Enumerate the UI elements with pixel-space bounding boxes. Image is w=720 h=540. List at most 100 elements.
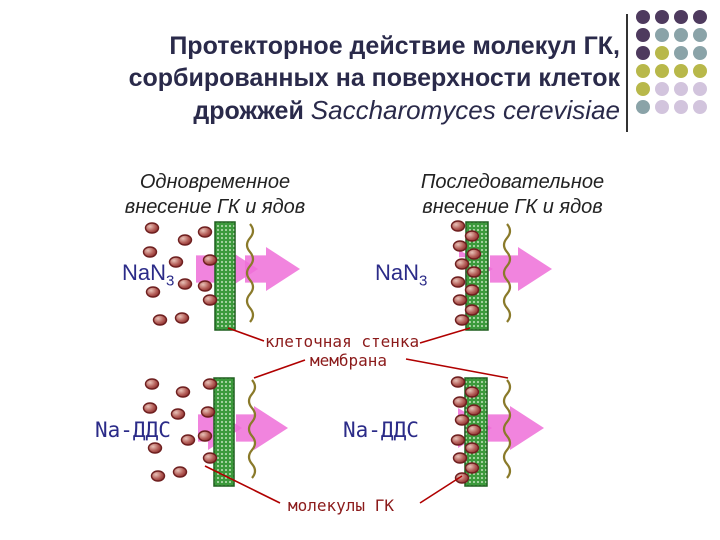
decorative-dot xyxy=(655,28,669,42)
decorative-dot xyxy=(693,46,707,60)
column-heading-simultaneous-line-2: внесение ГК и ядов xyxy=(124,196,306,218)
penetration-arrow-top-left xyxy=(245,247,300,291)
decorative-dot xyxy=(636,100,650,114)
leader-line-molecules-right xyxy=(419,475,463,504)
agent-label-na-dds-right: Na-ДДС xyxy=(343,418,419,442)
hk-molecule-bottom-right-0 xyxy=(450,376,466,388)
cell-wall-top-left xyxy=(214,221,236,331)
hk-molecule-bottom-left-0 xyxy=(144,378,160,390)
hk-molecule-bottom-left-9 xyxy=(150,470,166,482)
hk-molecule-bottom-right-6 xyxy=(450,434,466,446)
agent-label-nan3-right-subscript: 3 xyxy=(419,272,428,290)
decorative-dot xyxy=(693,100,707,114)
title-line-2: сорбированных на поверхности клеток xyxy=(128,64,620,92)
hk-molecule-top-left-9 xyxy=(152,314,168,326)
hk-molecule-top-left-2 xyxy=(197,226,213,238)
decorative-dot xyxy=(655,64,669,78)
decorative-dot xyxy=(636,28,650,42)
column-heading-simultaneous-line-1: Одновременное xyxy=(139,171,291,193)
cell-wall-bottom-left xyxy=(213,377,235,487)
penetration-arrow-top-right xyxy=(490,247,552,291)
hk-molecule-top-right-4 xyxy=(454,258,470,270)
hk-molecule-bottom-left-7 xyxy=(180,434,196,446)
membrane-wave-bottom-right xyxy=(502,379,512,479)
hk-molecule-top-left-3 xyxy=(142,246,158,258)
hk-molecule-top-right-1 xyxy=(464,230,480,242)
decorative-dot xyxy=(674,100,688,114)
hk-molecule-top-left-1 xyxy=(177,234,193,246)
decorative-dot xyxy=(655,46,669,60)
hk-molecule-bottom-left-4 xyxy=(170,408,186,420)
decorative-dot-grid xyxy=(636,10,716,120)
decorative-dot xyxy=(674,10,688,24)
cell-wall-label: клеточная стенка xyxy=(265,332,420,351)
agent-label-nan3-right: NaN3 xyxy=(375,260,427,289)
leader-line-membrane-right xyxy=(405,358,509,379)
title-line-3: дрожжей Saccharomyces cerevisiae xyxy=(20,94,620,127)
decorative-dot xyxy=(693,10,707,24)
leader-line-cell-wall-right xyxy=(419,327,471,344)
decorative-dot xyxy=(636,64,650,78)
column-heading-sequential: Последовательное внесение ГК и ядов xyxy=(390,170,635,220)
decorative-dot xyxy=(693,82,707,96)
decorative-dot xyxy=(655,10,669,24)
leader-line-membrane-left xyxy=(253,359,306,379)
column-heading-simultaneous: Одновременное внесение ГК и ядов xyxy=(95,170,335,220)
hk-molecule-top-left-5 xyxy=(202,254,218,266)
decorative-dot xyxy=(674,82,688,96)
column-heading-sequential-line-1: Последовательное xyxy=(420,171,605,193)
hk-molecule-top-right-5 xyxy=(466,266,482,278)
decorative-dot xyxy=(693,64,707,78)
membrane-label: мембрана xyxy=(310,351,388,370)
agent-label-na-dds-left: Na-ДДС xyxy=(95,418,171,442)
hk-molecule-top-left-7 xyxy=(177,278,193,290)
decorative-dot xyxy=(655,100,669,114)
hk-molecule-bottom-right-8 xyxy=(452,452,468,464)
hk-molecule-top-right-2 xyxy=(452,240,468,252)
hk-molecule-top-left-11 xyxy=(197,280,213,292)
hk-molecule-bottom-left-11 xyxy=(197,430,213,442)
hk-molecule-bottom-right-1 xyxy=(464,386,480,398)
hk-molecule-top-right-6 xyxy=(450,276,466,288)
hk-molecule-top-right-7 xyxy=(464,284,480,296)
hk-molecule-bottom-right-7 xyxy=(464,442,480,454)
decorative-dot xyxy=(636,82,650,96)
decorative-dot xyxy=(636,46,650,60)
column-heading-sequential-line-2: внесение ГК и ядов xyxy=(422,196,603,218)
hk-molecule-bottom-right-10 xyxy=(454,472,470,484)
hk-molecule-top-right-0 xyxy=(450,220,466,232)
hk-molecule-bottom-right-2 xyxy=(452,396,468,408)
hk-molecule-bottom-left-2 xyxy=(202,378,218,390)
hk-molecule-bottom-right-3 xyxy=(466,404,482,416)
agent-label-nan3-right-text: NaN xyxy=(375,260,420,285)
decorative-dot xyxy=(674,46,688,60)
hk-molecule-bottom-right-4 xyxy=(454,414,470,426)
agent-label-nan3-left: NaN3 xyxy=(122,260,174,289)
decorative-dot xyxy=(693,28,707,42)
hk-molecule-top-left-4 xyxy=(168,256,184,268)
hk-molecule-top-left-10 xyxy=(174,312,190,324)
hk-molecule-top-right-10 xyxy=(454,314,470,326)
hk-molecule-bottom-left-10 xyxy=(172,466,188,478)
hk-molecule-top-right-8 xyxy=(452,294,468,306)
hk-molecule-top-left-0 xyxy=(144,222,160,234)
species-name: Saccharomyces cerevisiae xyxy=(310,95,620,125)
hk-molecule-top-left-6 xyxy=(145,286,161,298)
hk-molecules-label: молекулы ГК xyxy=(288,496,394,515)
title-line-3-prefix: дрожжей xyxy=(193,97,311,125)
slide-title: Протекторное действие молекул ГК, сорбир… xyxy=(20,30,620,127)
decorative-dot xyxy=(655,82,669,96)
hk-molecule-top-right-3 xyxy=(466,248,482,260)
leader-line-molecules-left xyxy=(204,465,281,504)
penetration-arrow-bottom-left xyxy=(236,406,288,450)
hk-molecule-bottom-left-6 xyxy=(147,442,163,454)
title-line-1: Протекторное действие молекул ГК, xyxy=(169,32,620,60)
membrane-wave-bottom-left xyxy=(247,379,257,479)
membrane-wave-top-left xyxy=(245,223,255,323)
agent-label-nan3-left-text: NaN xyxy=(122,260,167,285)
membrane-wave-top-right xyxy=(502,223,512,323)
decorative-dot xyxy=(674,28,688,42)
hk-molecule-bottom-left-8 xyxy=(202,452,218,464)
leader-line-cell-wall-left xyxy=(227,327,265,342)
